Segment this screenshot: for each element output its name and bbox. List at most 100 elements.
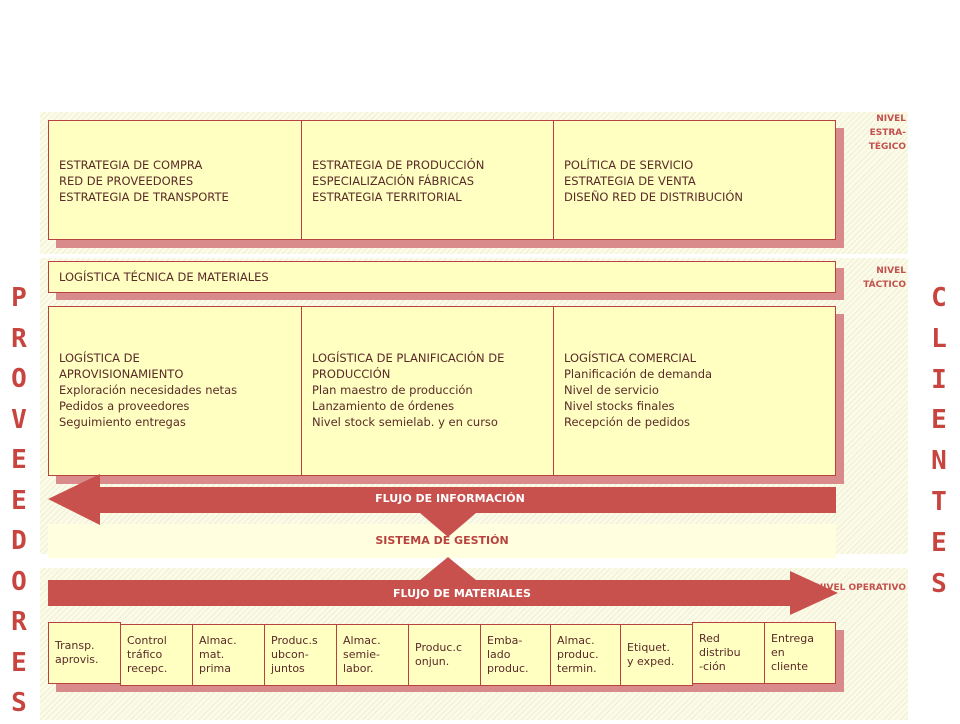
level-text: NIVEL xyxy=(876,266,906,276)
strategic-level-label: NIVEL ESTRA- TÉGICO xyxy=(840,112,906,154)
box-line: Recepción de pedidos xyxy=(564,415,690,429)
step-line: Control xyxy=(127,634,167,647)
step-line: Almac. xyxy=(343,634,381,647)
step-line: y exped. xyxy=(627,655,675,668)
box-line: DISEÑO RED DE DISTRIBUCIÓN xyxy=(564,190,744,204)
materials-flow-arrow xyxy=(48,571,838,615)
materials-connector-arrow xyxy=(420,557,476,580)
box-line: LOGÍSTICA TÉCNICA DE MATERIALES xyxy=(59,270,269,284)
label-letter: E xyxy=(931,405,947,436)
box-line: ESPECIALIZACIÓN FÁBRICAS xyxy=(312,174,475,188)
box-line: ESTRATEGIA DE TRANSPORTE xyxy=(59,190,229,204)
label-letter: C xyxy=(931,283,947,313)
strategic-box-service: POLÍTICA DE SERVICIO ESTRATEGIA DE VENTA… xyxy=(553,120,836,240)
box-line: ESTRATEGIA TERRITORIAL xyxy=(312,190,462,204)
box-line: Pedidos a proveedores xyxy=(59,399,190,413)
step-line: ubcon- xyxy=(271,648,309,661)
operational-step-box: Almac.semie-labor. xyxy=(336,624,409,686)
step-line: recepc. xyxy=(127,662,168,675)
box-line: LOGÍSTICA DE APROVISIONAMIENTO xyxy=(59,351,184,381)
box-line: LOGÍSTICA COMERCIAL xyxy=(564,351,697,365)
tactical-box-commercial: LOGÍSTICA COMERCIAL Planificación de dem… xyxy=(553,306,836,476)
step-line: Produc.c xyxy=(415,641,462,654)
label-letter: R xyxy=(11,607,27,637)
step-text: Almac.produc.termin. xyxy=(557,634,599,676)
box-line: Plan maestro de producción xyxy=(312,383,473,397)
label-letter: D xyxy=(11,526,27,556)
step-line: Etiquet. xyxy=(627,641,670,654)
step-line: -ción xyxy=(699,660,726,673)
label-letter: E xyxy=(11,485,27,516)
level-text: NIVEL xyxy=(876,114,906,124)
step-line: Produc.s xyxy=(271,634,318,647)
technical-logistics-bar: LOGÍSTICA TÉCNICA DE MATERIALES xyxy=(48,261,836,293)
label-letter: P xyxy=(11,283,27,313)
label-letter: I xyxy=(931,364,947,395)
step-text: Etiquet.y exped. xyxy=(627,641,674,669)
label-letter: N xyxy=(931,446,947,477)
box-line: LOGÍSTICA DE PLANIFICACIÓN DE PRODUCCIÓN xyxy=(312,351,505,381)
step-line: mat. xyxy=(199,648,225,661)
label-letter: O xyxy=(11,566,27,597)
info-flow-arrow xyxy=(48,474,836,525)
step-line: distribu xyxy=(699,646,741,659)
label-letter: E xyxy=(931,527,947,558)
info-connector-arrow xyxy=(420,513,476,537)
step-line: cliente xyxy=(771,660,808,673)
box-line: Nivel stock semielab. y en curso xyxy=(312,415,498,429)
step-line: en xyxy=(771,646,785,659)
tactical-box-planning: LOGÍSTICA DE PLANIFICACIÓN DE PRODUCCIÓN… xyxy=(301,306,554,476)
step-line: tráfico xyxy=(127,648,163,661)
step-line: aprovis. xyxy=(55,653,99,666)
box-line: POLÍTICA DE SERVICIO xyxy=(564,158,694,172)
box-line: Exploración necesidades netas xyxy=(59,383,238,397)
step-line: produc. xyxy=(487,662,529,675)
level-text: TÁCTICO xyxy=(863,280,906,290)
label-letter: O xyxy=(11,364,27,394)
box-line: RED DE PROVEEDORES xyxy=(59,174,194,188)
step-line: labor. xyxy=(343,662,374,675)
operational-step-box: Almac.mat.prima xyxy=(192,624,265,686)
label-letter: S xyxy=(11,688,27,718)
step-line: lado xyxy=(487,648,511,661)
step-text: Almac.semie-labor. xyxy=(343,634,381,676)
step-line: produc. xyxy=(557,648,599,661)
operational-step-box: Almac.produc.termin. xyxy=(550,624,621,686)
label-letter: R xyxy=(11,323,27,354)
step-line: Almac. xyxy=(199,634,237,647)
operational-step-box: Etiquet.y exped. xyxy=(620,624,693,686)
step-line: Almac. xyxy=(557,634,595,647)
step-line: termin. xyxy=(557,662,597,675)
box-line: Nivel de servicio xyxy=(564,383,659,397)
box-line: ESTRATEGIA DE PRODUCCIÓN xyxy=(312,158,485,172)
box-line: ESTRATEGIA DE COMPRA xyxy=(59,158,203,172)
step-line: Red xyxy=(699,632,720,645)
step-line: semie- xyxy=(343,648,381,661)
operational-level-label: NIVEL OPERATIVO xyxy=(815,583,906,593)
info-flow-label: FLUJO DE INFORMACIÓN xyxy=(375,492,525,505)
label-letter: E xyxy=(11,647,27,678)
level-text: ESTRA- xyxy=(869,128,906,138)
tactical-level-label: NIVEL TÁCTICO xyxy=(840,264,906,292)
step-line: Emba- xyxy=(487,634,523,647)
label-letter: E xyxy=(11,445,27,475)
step-line: prima xyxy=(199,662,232,675)
operational-step-box: Transp.aprovis. xyxy=(48,622,121,684)
step-line: Entrega xyxy=(771,632,815,645)
box-line: Planificación de demanda xyxy=(564,367,713,381)
label-letter: S xyxy=(931,568,947,599)
strategic-box-production: ESTRATEGIA DE PRODUCCIÓN ESPECIALIZACIÓN… xyxy=(301,120,554,240)
